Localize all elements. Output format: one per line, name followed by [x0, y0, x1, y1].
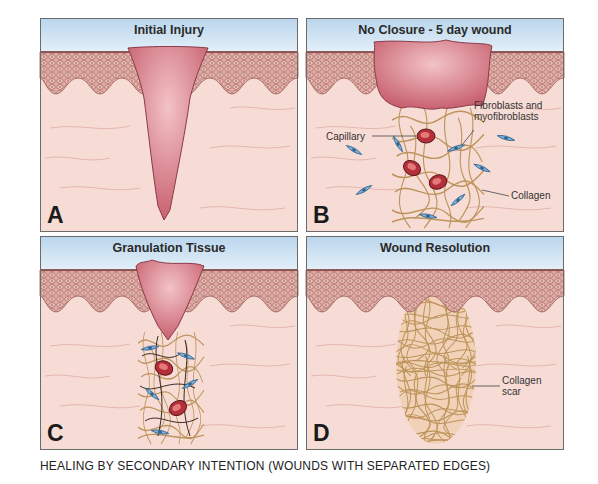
leader-line	[472, 386, 500, 387]
skin-base	[40, 236, 298, 450]
fibroblast	[177, 351, 195, 360]
fibroblast	[181, 378, 198, 390]
panel-frame: Initial InjuryA	[40, 18, 298, 232]
fibroblast	[355, 184, 372, 196]
leader-line	[462, 130, 474, 145]
collagen-fiber	[140, 336, 198, 436]
skin-base	[40, 18, 298, 232]
open-wound	[136, 260, 204, 340]
fibroblast	[144, 387, 160, 401]
open-wound	[374, 40, 492, 109]
leader-line	[372, 136, 416, 137]
collagen-mesh	[394, 366, 478, 446]
collagen-mesh	[392, 108, 484, 228]
fibroblast	[345, 144, 362, 156]
capillary	[427, 172, 449, 191]
panel-frame: Granulation TissueC	[40, 236, 298, 450]
capillary	[401, 157, 424, 178]
callout-label: Collagen scar	[502, 375, 550, 397]
panel-title: Wound Resolution	[307, 241, 563, 255]
panel-letter: B	[313, 202, 330, 229]
panel-letter: A	[47, 202, 64, 229]
panel-d-art	[306, 236, 564, 450]
panel-a-art	[40, 18, 298, 232]
fibroblast	[450, 193, 466, 207]
callout-label: Fibroblasts and myofibroblasts	[474, 100, 558, 122]
fibroblast	[392, 135, 404, 152]
capillary	[417, 129, 435, 143]
collagen-mesh	[138, 332, 204, 444]
panel-letter: D	[313, 420, 330, 447]
panel-title: No Closure - 5 day wound	[307, 23, 563, 37]
callout-label: Collagen	[511, 190, 563, 201]
capillary	[153, 358, 175, 377]
panel-b-art	[306, 18, 564, 232]
figure-caption: HEALING BY SECONDARY INTENTION (WOUNDS W…	[40, 459, 490, 473]
skin-base	[306, 236, 564, 450]
skin-base	[306, 18, 564, 232]
open-wound	[128, 47, 208, 221]
panel-title: Initial Injury	[41, 23, 297, 37]
fibroblast	[419, 213, 437, 220]
fibroblast	[151, 429, 169, 436]
panel-c-art	[40, 236, 298, 450]
epidermis	[306, 270, 564, 312]
fibroblast	[141, 345, 159, 352]
fibroblast	[473, 163, 491, 174]
panel-title: Granulation Tissue	[41, 241, 297, 255]
callout-label: Capillary	[326, 131, 386, 142]
panel-frame: Wound ResolutionD	[306, 236, 564, 450]
panel-letter: C	[47, 420, 64, 447]
capillary	[167, 397, 190, 418]
fibroblast	[497, 134, 515, 142]
leader-line	[482, 190, 509, 196]
